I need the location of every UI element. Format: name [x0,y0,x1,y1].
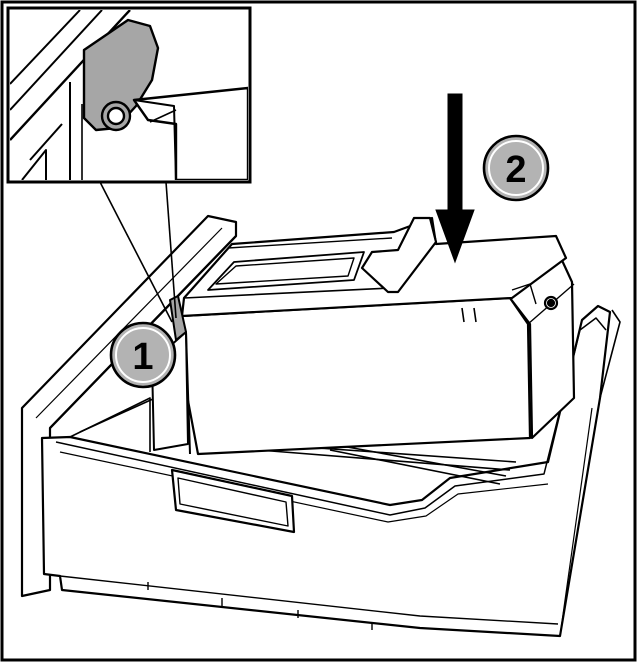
step-badge-1: 1 [109,321,177,389]
step-label-2: 2 [505,149,526,191]
drawer-front [40,304,612,638]
drawer [20,214,621,638]
ice-box-body [180,296,532,456]
step-label-1: 1 [132,336,153,378]
ice-box [180,216,576,456]
detail-inset [6,6,252,323]
step-badge-2: 2 [482,134,550,202]
hinge-bracket [82,18,160,132]
drawer-handle [170,468,296,534]
down-arrow [435,93,475,264]
